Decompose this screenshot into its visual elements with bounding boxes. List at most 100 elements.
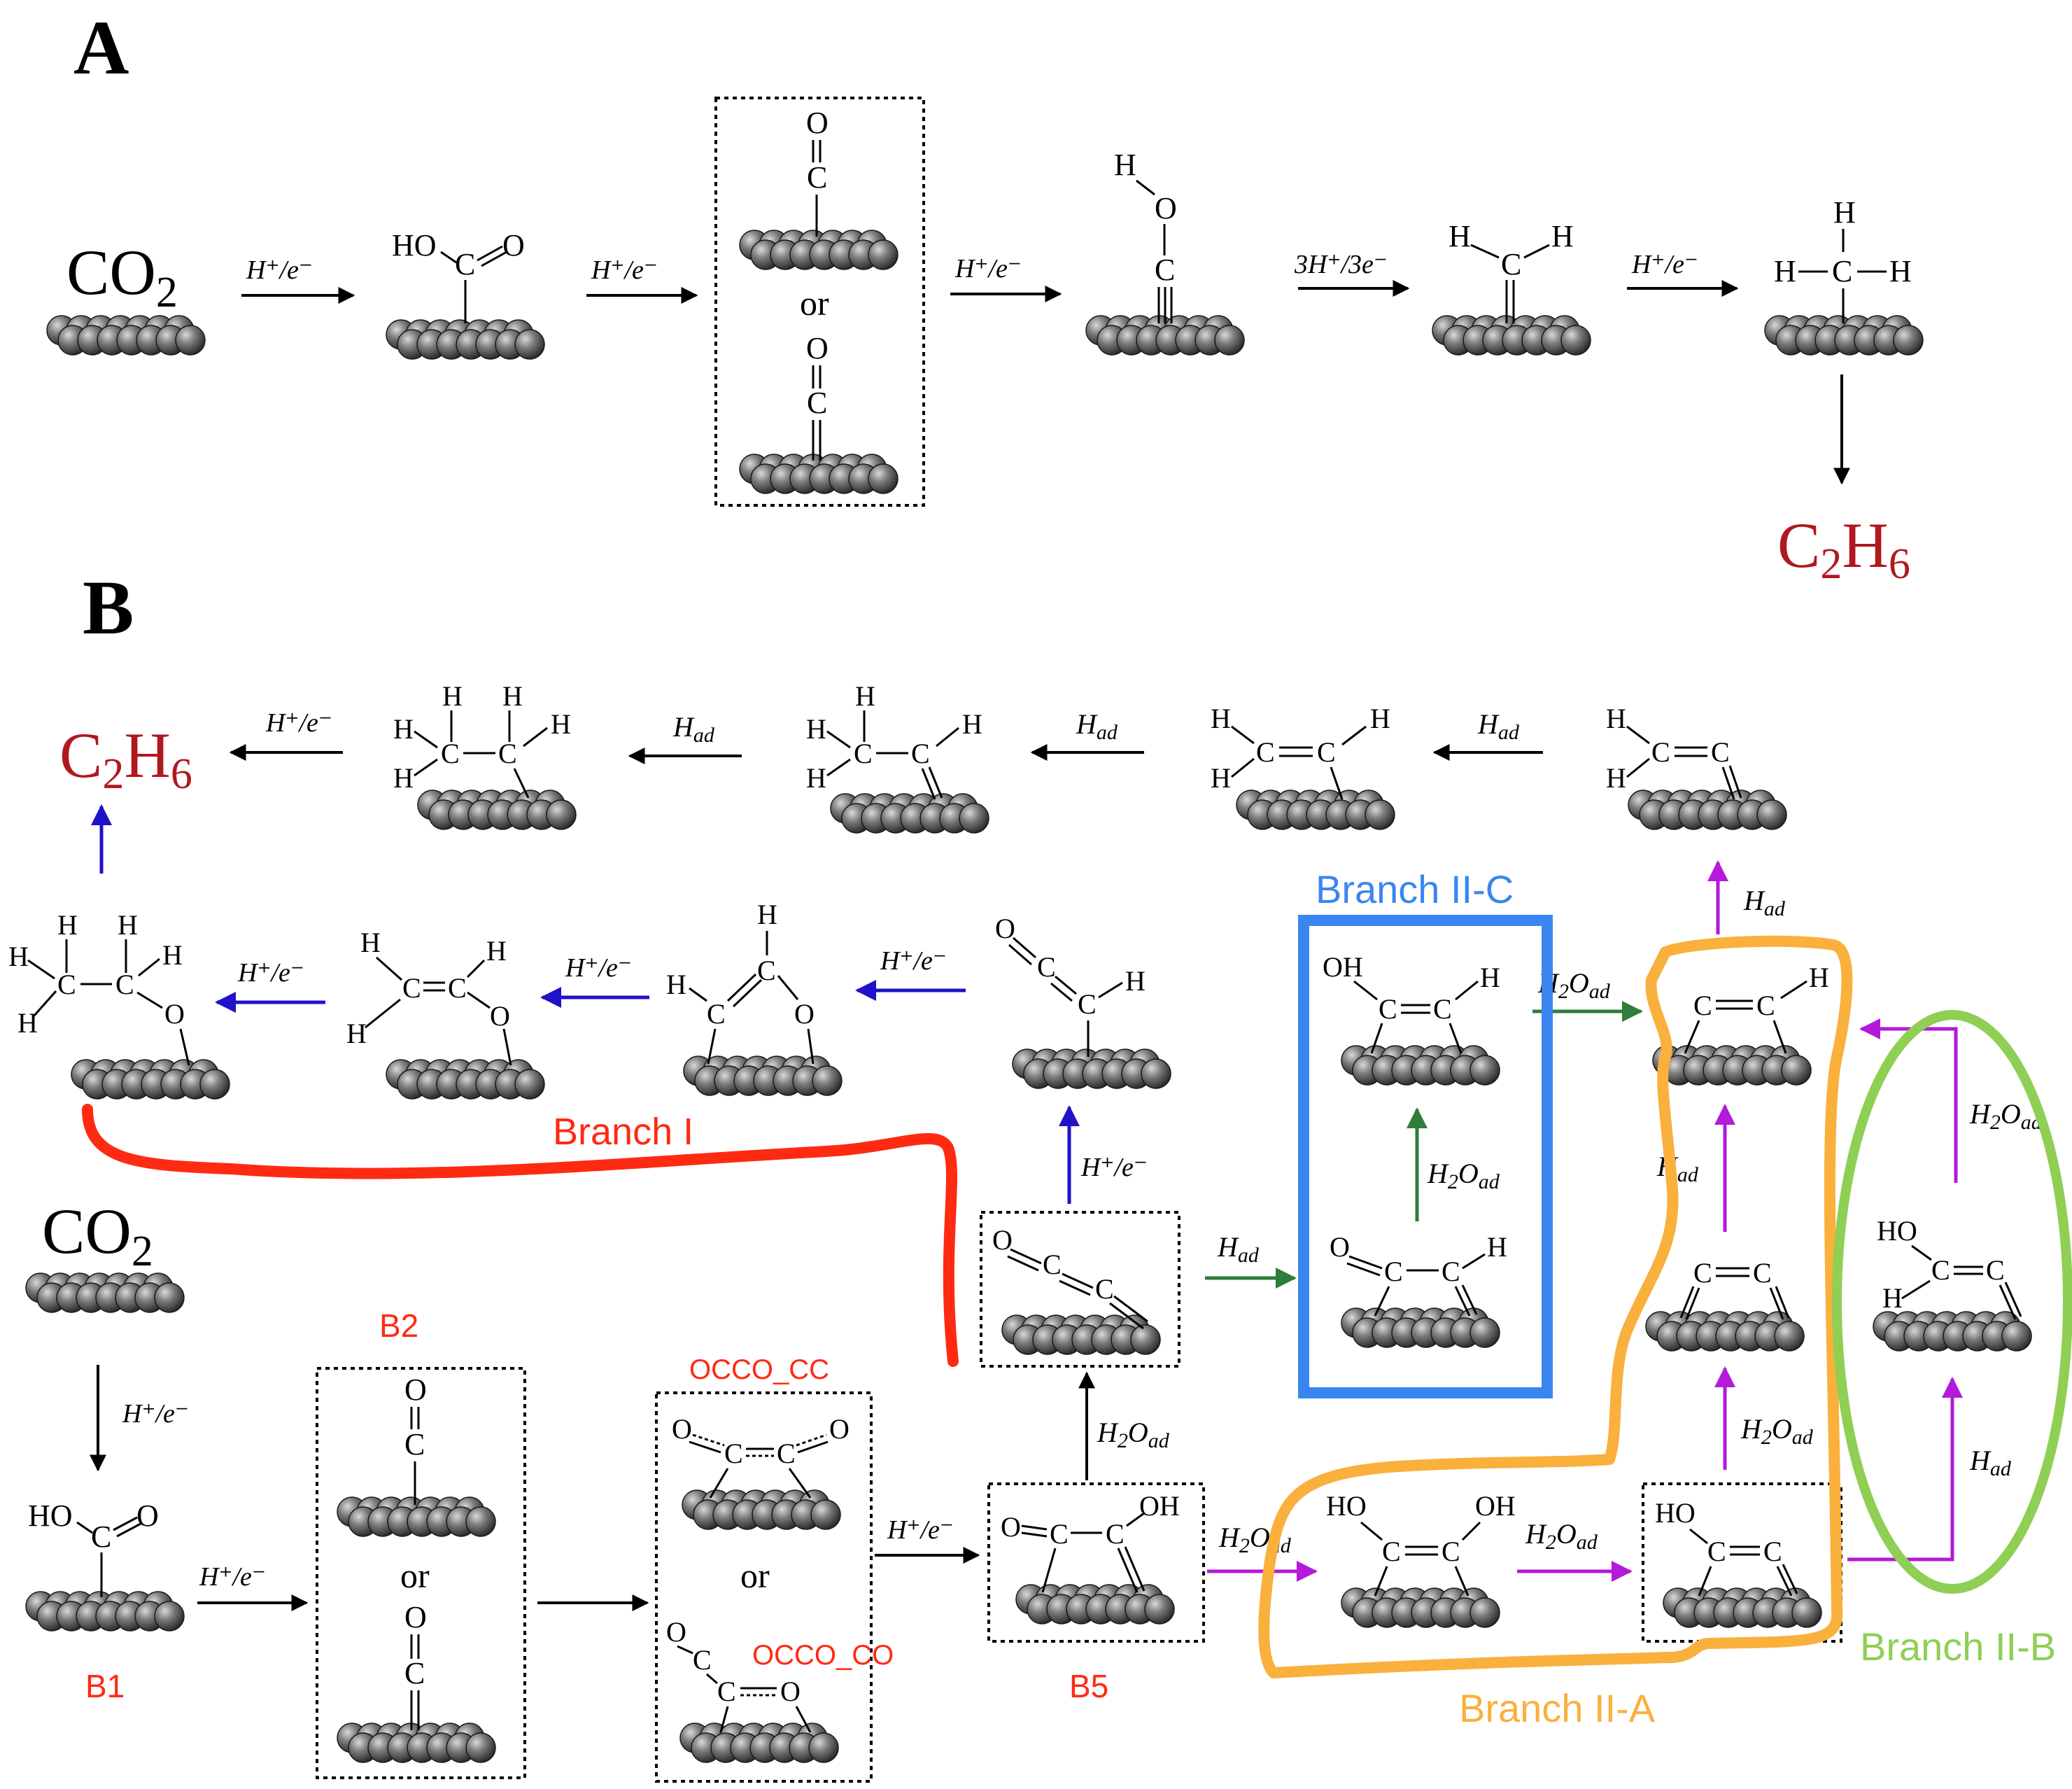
surface-atom xyxy=(1774,1321,1805,1352)
svg-text:HO: HO xyxy=(28,1499,73,1533)
or-label-b2: or xyxy=(400,1556,430,1595)
surface-atom xyxy=(546,799,577,830)
svg-text:O: O xyxy=(502,228,525,262)
svg-text:C: C xyxy=(1651,736,1670,768)
svg-text:C: C xyxy=(1382,1536,1401,1567)
svg-text:O: O xyxy=(666,1616,686,1648)
svg-text:C: C xyxy=(1931,1254,1950,1286)
label-branch-i: Branch I xyxy=(553,1111,693,1153)
svg-text:H⁺/e⁻: H⁺/e⁻ xyxy=(1080,1153,1148,1182)
arrow-green-occ: Had xyxy=(1205,1231,1297,1289)
svg-text:C: C xyxy=(1753,1257,1772,1289)
ch2c-species: H H C C xyxy=(1606,703,1742,800)
branch-i-path xyxy=(82,1104,959,1367)
label-occo-co: OCCO_CO xyxy=(752,1640,894,1671)
svg-text:H: H xyxy=(8,941,29,972)
svg-text:H: H xyxy=(1889,254,1912,288)
svg-text:C: C xyxy=(404,1656,425,1690)
svg-text:H: H xyxy=(1480,962,1500,993)
svg-text:O: O xyxy=(995,913,1015,944)
b5-species: O C C OH xyxy=(1001,1490,1180,1593)
surface-atom xyxy=(959,803,989,834)
svg-text:H: H xyxy=(1833,195,1856,230)
ch3ch-species: H H H H C C xyxy=(806,680,982,800)
surface-b1 xyxy=(25,1591,185,1632)
choh-ch-species: OH H C C xyxy=(1323,951,1500,1054)
svg-text:H: H xyxy=(1211,703,1231,734)
svg-text:OH: OH xyxy=(1139,1490,1180,1522)
svg-text:H: H xyxy=(1449,219,1471,253)
svg-text:O: O xyxy=(1330,1231,1350,1263)
arrow-b1-b2: H⁺/e⁻ xyxy=(197,1562,309,1611)
svg-text:OH: OH xyxy=(1323,951,1363,983)
surface-a3-top xyxy=(739,230,898,270)
svg-text:C: C xyxy=(1986,1254,2005,1286)
arrow-green-iic: H2Oad xyxy=(1407,1107,1500,1221)
hocc-species: HO C C xyxy=(1655,1497,1798,1597)
surface-iib xyxy=(1873,1311,2032,1352)
surface-atom xyxy=(812,1065,843,1096)
surface-occ xyxy=(1001,1314,1161,1355)
surface-hocc xyxy=(1663,1587,1822,1628)
svg-text:H: H xyxy=(17,1007,38,1039)
surface-iic-bottom xyxy=(1341,1307,1500,1348)
svg-text:C: C xyxy=(807,160,827,195)
svg-text:C: C xyxy=(1106,1518,1125,1550)
arrow-a3: H⁺/e⁻ xyxy=(950,254,1062,302)
svg-text:C: C xyxy=(402,972,421,1004)
svg-text:H⁺/e⁻: H⁺/e⁻ xyxy=(565,953,632,983)
svg-text:H: H xyxy=(1606,703,1626,734)
surface-r1-4 xyxy=(1628,790,1787,830)
occo-co-species: O C C O xyxy=(666,1616,812,1733)
svg-text:Had: Had xyxy=(672,711,715,747)
co-top-species: O C xyxy=(806,106,829,237)
arrow-a2: H⁺/e⁻ xyxy=(586,255,698,304)
svg-text:Had: Had xyxy=(1076,708,1118,744)
panel-label-a: A xyxy=(73,5,129,90)
svg-text:H⁺/e⁻: H⁺/e⁻ xyxy=(122,1399,189,1429)
cooh-species-a: HO C O xyxy=(392,228,525,323)
svg-text:O: O xyxy=(1001,1511,1021,1543)
svg-text:C: C xyxy=(1433,993,1452,1025)
svg-text:H: H xyxy=(1809,962,1829,993)
hoccoh-species: HO OH C C xyxy=(1326,1490,1516,1597)
ch3ch2o-species: H H H H H C C O xyxy=(8,909,190,1066)
svg-text:H2Oad: H2Oad xyxy=(1537,967,1611,1003)
svg-text:C: C xyxy=(1155,253,1175,287)
surface-atom xyxy=(1141,1058,1171,1089)
arrow-r1-3: Had xyxy=(1030,708,1144,761)
svg-text:C: C xyxy=(1501,247,1521,281)
arrow-b-down: H⁺/e⁻ xyxy=(90,1365,189,1472)
arrow-green-r2: H2Oad xyxy=(1532,967,1643,1022)
surface-r1-1 xyxy=(417,790,577,830)
arrow-purple-hoccoh-right: H2Oad xyxy=(1517,1518,1633,1582)
label-b5: B5 xyxy=(1069,1668,1108,1704)
svg-text:C: C xyxy=(1756,990,1775,1021)
svg-text:C: C xyxy=(777,1438,796,1469)
surface-atom xyxy=(154,1282,185,1313)
svg-text:H: H xyxy=(1487,1231,1507,1263)
arrow-occo-b5: H⁺/e⁻ xyxy=(875,1515,980,1564)
co2-label-b: CO2 xyxy=(42,1195,153,1275)
b2-co-top: O C xyxy=(404,1373,427,1505)
surface-atom xyxy=(1365,799,1395,830)
svg-text:H: H xyxy=(393,762,414,794)
surface-atom xyxy=(465,1732,496,1763)
svg-text:O: O xyxy=(136,1499,159,1533)
svg-text:C: C xyxy=(707,998,726,1030)
svg-text:H: H xyxy=(486,935,507,967)
surface-atom xyxy=(1130,1324,1161,1355)
label-b2: B2 xyxy=(379,1307,418,1344)
svg-text:HO: HO xyxy=(1655,1497,1696,1529)
svg-text:H: H xyxy=(502,680,523,712)
svg-text:H⁺/e⁻: H⁺/e⁻ xyxy=(880,946,947,976)
svg-text:C: C xyxy=(1043,1249,1062,1280)
ch2cho-species: H H H C C O xyxy=(346,927,512,1066)
svg-text:C: C xyxy=(1095,1273,1114,1305)
svg-text:H: H xyxy=(1114,148,1136,182)
svg-text:H2Oad: H2Oad xyxy=(1427,1158,1500,1193)
ch2ch-species: H H H C C xyxy=(1211,703,1390,800)
co-intermediate-box-a xyxy=(714,97,925,507)
svg-text:C: C xyxy=(404,1427,425,1461)
surface-atom xyxy=(808,1732,839,1763)
